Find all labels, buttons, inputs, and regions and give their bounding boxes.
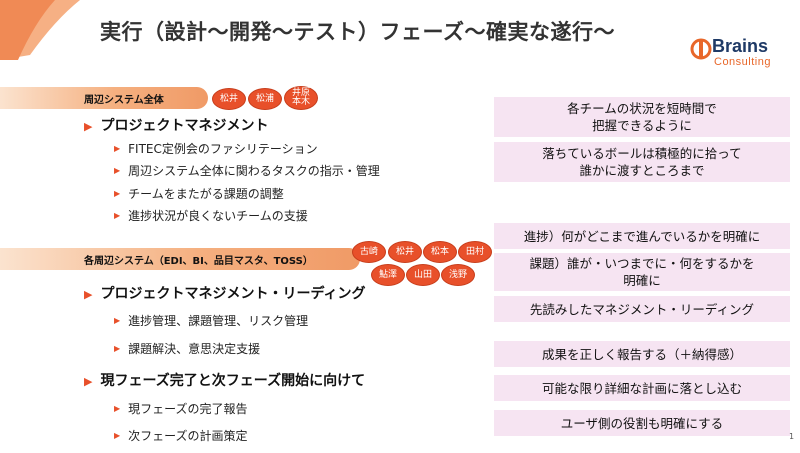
list-item: ▶FITEC定例会のファシリテーション [114,142,318,156]
person-badge: 松本 [423,241,457,263]
person-badge: 山田 [406,264,440,286]
list-item: ▶進捗管理、課題管理、リスク管理 [114,314,309,328]
person-badge: 松浦 [248,88,282,110]
triangle-bullet-icon: ▶ [114,316,121,325]
slide-title: 実行（設計～開発～テスト）フェーズ～確実な遂行～ [100,20,615,44]
triangle-bullet-icon: ▶ [84,288,93,301]
logo-mark-icon [690,38,712,60]
triangle-bullet-icon: ▶ [114,344,121,353]
person-badge: 松井 [388,241,422,263]
list-item: ▶次フェーズの計画策定 [114,429,248,443]
callout-box: ユーザ側の役割も明確にする [494,410,790,436]
heading-phase-transition: ▶現フェーズ完了と次フェーズ開始に向けて [84,373,366,389]
heading-project-management: ▶プロジェクトマネジメント [84,118,269,134]
triangle-bullet-icon: ▶ [114,404,121,413]
triangle-bullet-icon: ▶ [114,166,121,175]
list-item: ▶課題解決、意思決定支援 [114,342,261,356]
person-name: 井原 本木 [291,88,310,107]
person-badge: 古崎 [352,241,386,263]
person-badge: 松井 [212,88,246,110]
heading-pm-leading: ▶プロジェクトマネジメント・リーディング [84,286,366,302]
triangle-bullet-icon: ▶ [114,211,121,220]
corner-decoration [0,0,80,60]
triangle-bullet-icon: ▶ [84,375,93,388]
list-item: ▶現フェーズの完了報告 [114,402,248,416]
section-band-each-system [0,248,360,270]
section-band-overall [0,87,208,109]
callout-box: 落ちているボールは積極的に拾って 誰かに渡すところまで [494,142,790,182]
triangle-bullet-icon: ▶ [114,431,121,440]
section-label-each-system: 各周辺システム（EDI、BI、品目マスタ、TOSS） [84,256,313,267]
section-label-overall: 周辺システム全体 [84,95,164,106]
list-item: ▶チームをまたがる課題の調整 [114,187,284,201]
triangle-bullet-icon: ▶ [114,189,121,198]
person-badge: 浅野 [441,264,475,286]
triangle-bullet-icon: ▶ [114,144,121,153]
list-item: ▶進捗状況が良くないチームの支援 [114,209,308,223]
brains-logo: Brains Consulting [690,36,790,70]
list-item: ▶周辺システム全体に関わるタスクの指示・管理 [114,164,380,178]
page-number: 1 [789,432,795,441]
logo-subtext: Consulting [714,56,771,68]
person-badge: 鮎澤 [371,264,405,286]
callout-box: 先読みしたマネジメント・リーディング [494,296,790,322]
person-badge: 井原 本木 [284,86,318,110]
person-badge: 田村 [458,241,492,263]
callout-box: 各チームの状況を短時間で 把握できるように [494,97,790,137]
callout-box: 可能な限り詳細な計画に落とし込む [494,375,790,401]
callout-box: 成果を正しく報告する（＋納得感） [494,341,790,367]
triangle-bullet-icon: ▶ [84,120,93,133]
callout-box: 課題）誰が・いつまでに・何をするかを 明確に [494,253,790,291]
logo-text: Brains [712,36,769,56]
callout-box: 進捗）何がどこまで進んでいるかを明確に [494,223,790,249]
